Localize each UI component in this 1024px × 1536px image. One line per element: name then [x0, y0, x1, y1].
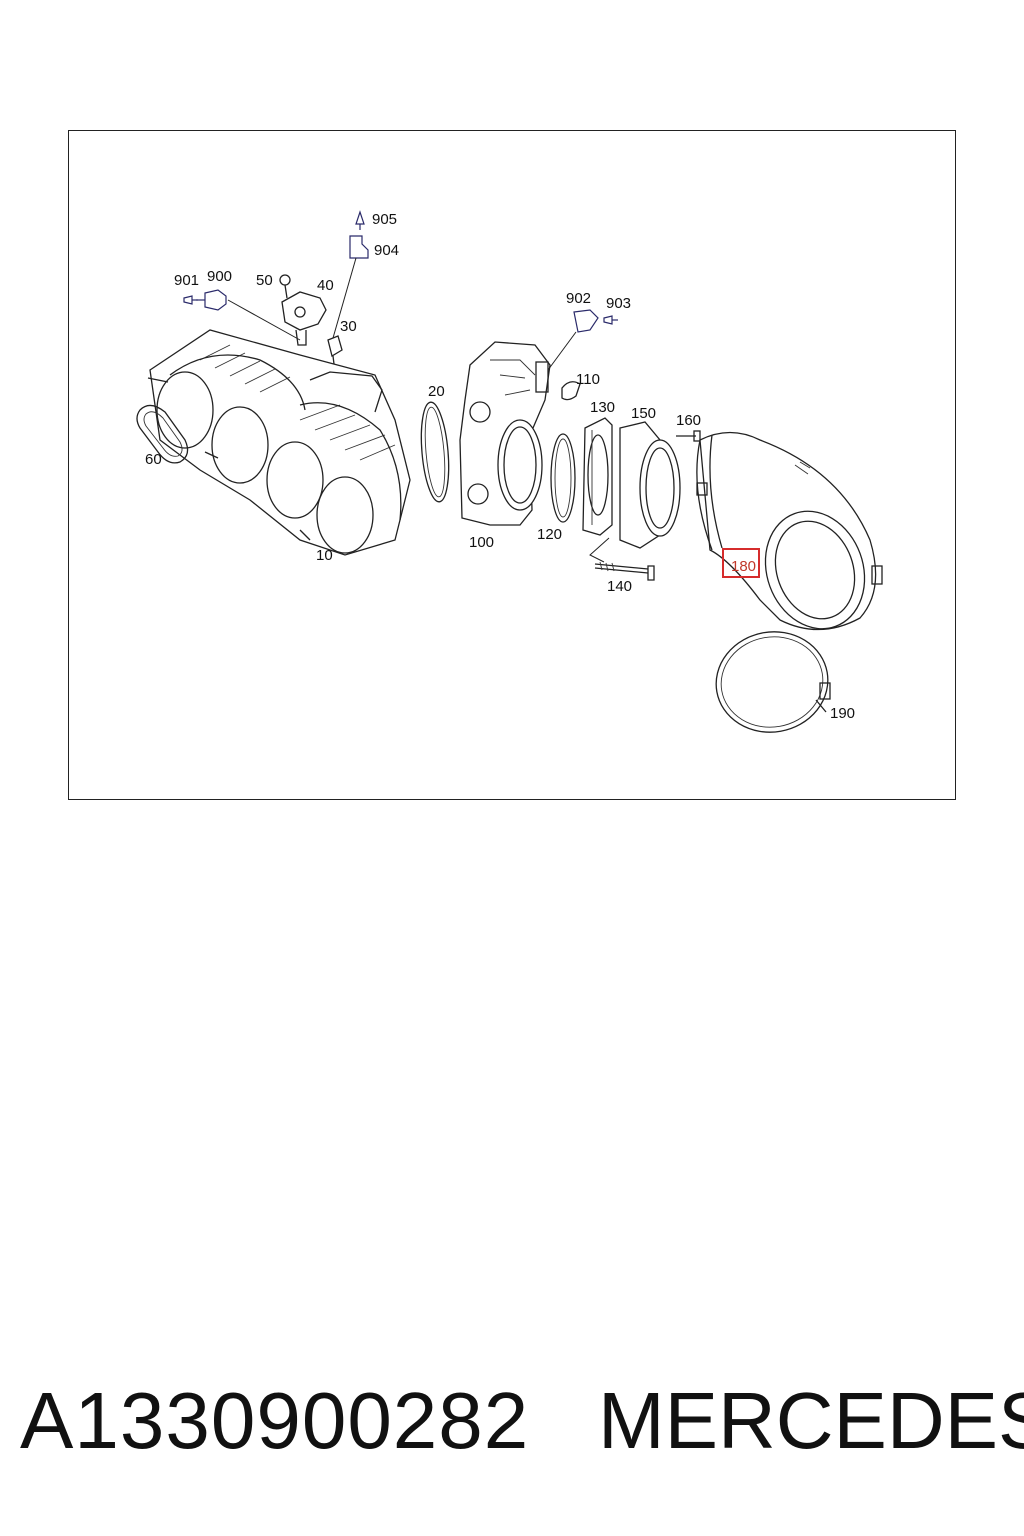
callout-902: 902 [566, 290, 591, 307]
callout-905: 905 [372, 211, 397, 228]
screw-160-part [676, 430, 701, 442]
callout-30: 30 [340, 318, 357, 335]
callout-900: 900 [207, 268, 232, 285]
connector-904-symbol [349, 235, 369, 259]
intake-manifold-part [147, 329, 411, 556]
callout-180: 180 [731, 558, 756, 575]
callout-120: 120 [537, 526, 562, 543]
callout-901: 901 [174, 272, 199, 289]
pin-903-symbol [603, 315, 618, 325]
callout-50: 50 [256, 272, 273, 289]
clip-110-part [561, 381, 581, 401]
pin-901-symbol [183, 295, 198, 305]
connector-900-symbol [196, 289, 227, 311]
sensor-40-part [281, 291, 327, 346]
callout-904: 904 [374, 242, 399, 259]
flange-150-part [619, 421, 681, 549]
callout-100: 100 [469, 534, 494, 551]
exploded-parts-diagram: 10 20 30 40 50 60 100 110 120 130 140 15… [136, 210, 883, 733]
callout-130: 130 [590, 399, 615, 416]
o-ring-20-part [420, 401, 450, 503]
callout-40: 40 [317, 277, 334, 294]
callout-10: 10 [316, 547, 333, 564]
brand-name: MERCEDES [598, 1376, 1024, 1465]
leader-lines [227, 257, 610, 563]
callout-150: 150 [631, 405, 656, 422]
seal-120-part [550, 433, 576, 523]
callout-160: 160 [676, 412, 701, 429]
pin-905-symbol [355, 210, 365, 230]
callout-140: 140 [607, 578, 632, 595]
callout-60: 60 [145, 451, 162, 468]
hose-clamp-190-part [715, 631, 831, 733]
part-number: A1330900282 [20, 1376, 530, 1465]
callout-20: 20 [428, 383, 445, 400]
footer-caption: A1330900282 MERCEDES [0, 1375, 1024, 1485]
callout-190: 190 [830, 705, 855, 722]
callout-903: 903 [606, 295, 631, 312]
callout-110: 110 [576, 371, 600, 388]
bolt-140-part [594, 561, 655, 581]
elbow-hose-180-part [696, 431, 883, 631]
gasket-60-part [136, 404, 189, 464]
sensor-30-part [327, 335, 343, 365]
callout-180-highlight-box [722, 548, 760, 578]
connector-902-symbol [573, 309, 599, 333]
throttle-body-100-part [459, 341, 551, 526]
adapter-130-part [582, 417, 613, 536]
bolt-50-part [279, 274, 291, 299]
